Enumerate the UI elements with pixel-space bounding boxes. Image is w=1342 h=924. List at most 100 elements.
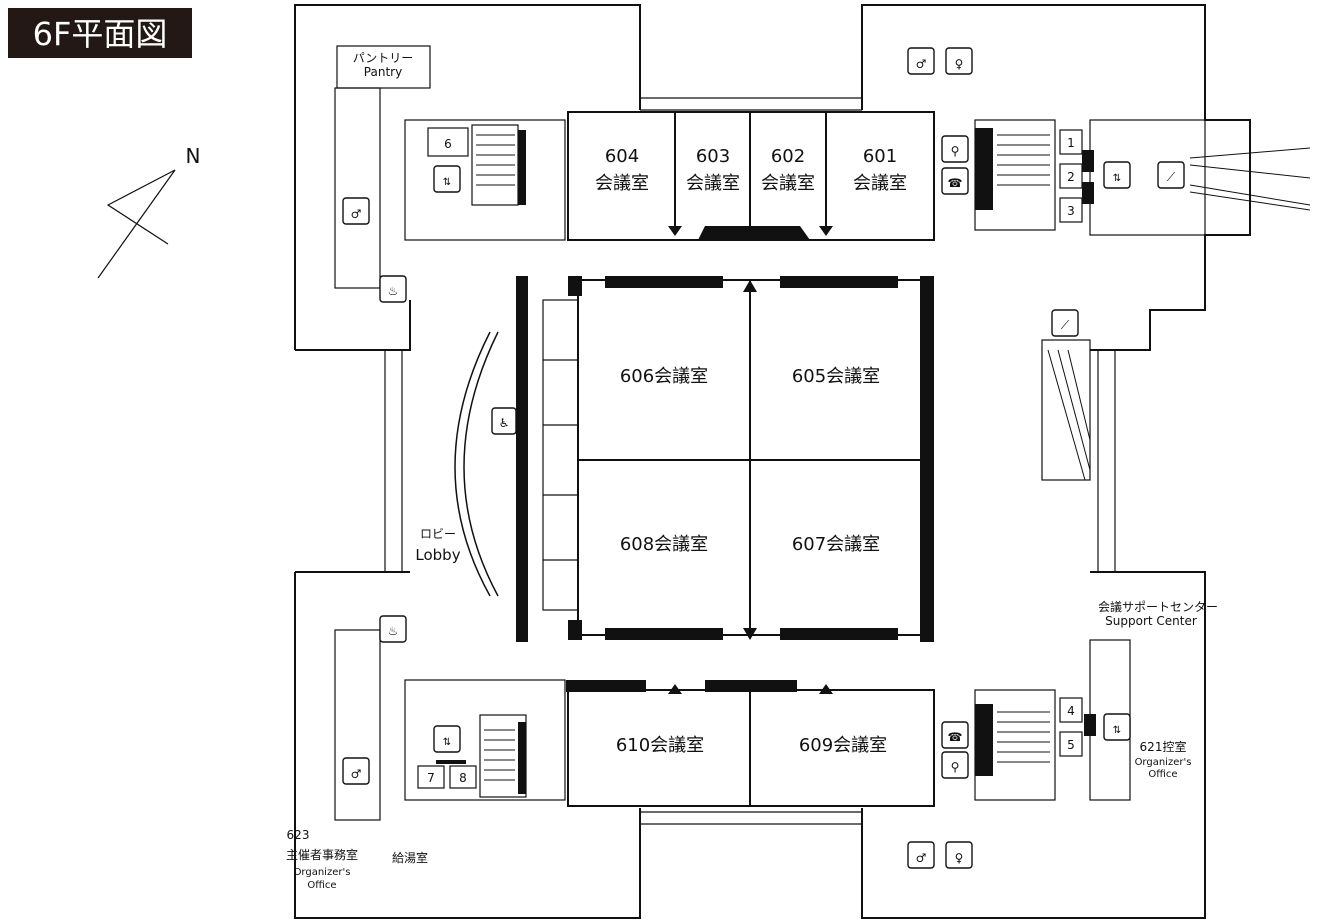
svg-text:☎: ☎ <box>948 176 963 190</box>
compass-arrow-icon <box>106 169 176 245</box>
support-center[interactable]: 会議サポートセンター Support Center <box>1098 600 1218 628</box>
building-outline <box>294 4 1251 919</box>
elevator-icon: ⇅ <box>433 165 461 193</box>
elevator-2-box <box>1059 163 1083 189</box>
elevator-5-number: 5 <box>1067 738 1075 752</box>
svg-text:⟋: ⟋ <box>1061 318 1070 332</box>
svg-text:⇅: ⇅ <box>443 177 451 188</box>
kitchenette-label: 給湯室 <box>392 850 428 865</box>
room-602[interactable]: 602 会議室 <box>761 146 815 194</box>
room-601[interactable]: 601 会議室 <box>853 146 907 194</box>
east-corridor <box>1041 339 1091 481</box>
water-fountain-icon: ⚲ <box>941 751 969 779</box>
svg-text:♨: ♨ <box>388 284 399 298</box>
svg-text:♀: ♀ <box>955 57 964 71</box>
telephone-icon: ☎ <box>941 167 969 195</box>
accessible-restroom-icon: ♿ <box>491 407 517 435</box>
svg-text:♂: ♂ <box>916 57 927 71</box>
elevator-4-box <box>1059 697 1083 723</box>
elevator-2-number: 2 <box>1067 170 1075 184</box>
water-fountain-icon: ⚲ <box>941 135 969 163</box>
north-rooms <box>567 111 935 241</box>
elevator-1-box <box>1059 129 1083 155</box>
room-609-label[interactable]: 609会議室 <box>799 735 887 756</box>
room-604-number: 604 <box>605 146 639 167</box>
elevator-5-box <box>1059 731 1083 757</box>
room-607-label[interactable]: 607会議室 <box>792 534 880 555</box>
restroom-male-icon: ♂ <box>907 841 935 869</box>
svg-text:♂: ♂ <box>351 207 362 221</box>
svg-text:⇅: ⇅ <box>1113 173 1121 184</box>
svg-text:⟋: ⟋ <box>1167 170 1176 184</box>
pantry-label-en: Pantry <box>364 65 402 79</box>
elevator-4-number: 4 <box>1067 704 1075 718</box>
escalator-icon: ⟋ <box>1157 161 1185 189</box>
elevator-8-box <box>449 765 477 789</box>
room-608-label[interactable]: 608会議室 <box>620 534 708 555</box>
compass-north-label: N <box>186 144 201 168</box>
south-rooms <box>566 680 935 807</box>
svg-text:♿: ♿ <box>499 416 510 430</box>
support-center-label-en: Support Center <box>1105 614 1197 628</box>
svg-text:⇅: ⇅ <box>443 737 451 748</box>
room-621-name-en1: Organizer's <box>1135 757 1192 768</box>
restroom-male-icon: ♂ <box>342 197 370 225</box>
room-603[interactable]: 603 会議室 <box>686 146 740 194</box>
elevator-7-box <box>417 765 445 789</box>
room-601-number: 601 <box>863 146 897 167</box>
room-623-name-ja: 主催者事務室 <box>286 847 358 862</box>
elevator-icon: ⇅ <box>1103 161 1131 189</box>
elevator-3-number: 3 <box>1067 204 1075 218</box>
floor-title: 6F平面図 <box>33 15 168 53</box>
nw-core <box>334 45 566 289</box>
room-606-label[interactable]: 606会議室 <box>620 366 708 387</box>
smoking-area-icon: ♨ <box>379 615 407 643</box>
svg-text:☎: ☎ <box>948 730 963 744</box>
sw-core <box>334 629 566 821</box>
room-621-name-en2: Office <box>1148 769 1177 780</box>
room-621-name-ja: 621控室 <box>1140 739 1187 754</box>
elevator-8-number: 8 <box>459 771 467 785</box>
restroom-female-icon: ♀ <box>945 47 973 75</box>
restroom-female-icon: ♀ <box>945 841 973 869</box>
pantry-label-ja: パントリー <box>353 51 414 65</box>
svg-text:⚲: ⚲ <box>951 760 960 774</box>
smoking-area-icon: ♨ <box>379 275 407 303</box>
svg-text:♂: ♂ <box>916 851 927 865</box>
floor-title-badge: 6F平面図 <box>8 8 192 58</box>
room-623[interactable]: 623 主催者事務室 Organizer's Office <box>286 828 358 891</box>
elevator-6-number: 6 <box>444 137 452 151</box>
escalator-lanes <box>1189 147 1311 211</box>
telephone-icon: ☎ <box>941 721 969 749</box>
lobby-label-ja: ロビー <box>420 527 456 541</box>
room-602-number: 602 <box>771 146 805 167</box>
room-604[interactable]: 604 会議室 <box>595 146 649 194</box>
elevator-7-number: 7 <box>427 771 435 785</box>
room-602-name: 会議室 <box>761 173 815 194</box>
elevator-icon: ⇅ <box>433 725 461 753</box>
escalator-icon: ⟋ <box>1051 309 1079 337</box>
central-rooms <box>516 276 934 642</box>
room-601-name: 会議室 <box>853 173 907 194</box>
lobby-curved-wall <box>454 331 499 597</box>
restroom-male-icon: ♂ <box>907 47 935 75</box>
svg-text:⚲: ⚲ <box>951 144 960 158</box>
room-605-label[interactable]: 605会議室 <box>792 366 880 387</box>
lobby-label-en: Lobby <box>415 546 460 564</box>
support-center-label-ja: 会議サポートセンター <box>1098 600 1218 614</box>
compass: N <box>97 144 201 279</box>
room-623-name-en1: Organizer's <box>294 867 351 878</box>
svg-text:♂: ♂ <box>351 767 362 781</box>
svg-text:♀: ♀ <box>955 851 964 865</box>
room-604-name: 会議室 <box>595 173 649 194</box>
room-610-label[interactable]: 610会議室 <box>616 735 704 756</box>
elevator-1-number: 1 <box>1067 136 1075 150</box>
room-623-number: 623 <box>287 828 310 842</box>
svg-text:♨: ♨ <box>388 624 399 638</box>
elevator-6-box <box>427 127 469 157</box>
restroom-male-icon: ♂ <box>342 757 370 785</box>
room-603-name: 会議室 <box>686 173 740 194</box>
room-621[interactable]: 621控室 Organizer's Office <box>1135 739 1192 780</box>
elevator-icon: ⇅ <box>1103 713 1131 741</box>
